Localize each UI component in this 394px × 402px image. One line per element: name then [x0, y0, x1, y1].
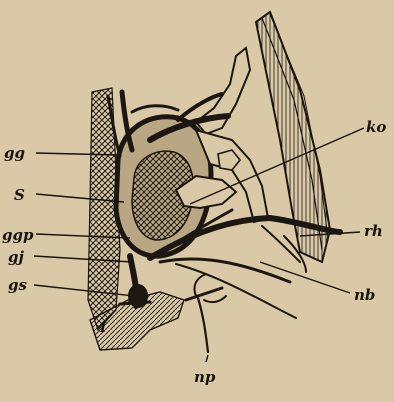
- label-ggp: ggp: [2, 226, 34, 244]
- label-gj: gj: [8, 248, 24, 266]
- label-np: np: [194, 368, 216, 386]
- label-nb: nb: [354, 286, 375, 304]
- label-roman-one: I: [99, 321, 107, 336]
- label-gg: gg: [4, 144, 25, 162]
- label-S: S: [14, 186, 25, 204]
- label-ko: ko: [366, 118, 386, 136]
- label-rh: rh: [364, 222, 383, 240]
- label-gs: gs: [8, 276, 27, 294]
